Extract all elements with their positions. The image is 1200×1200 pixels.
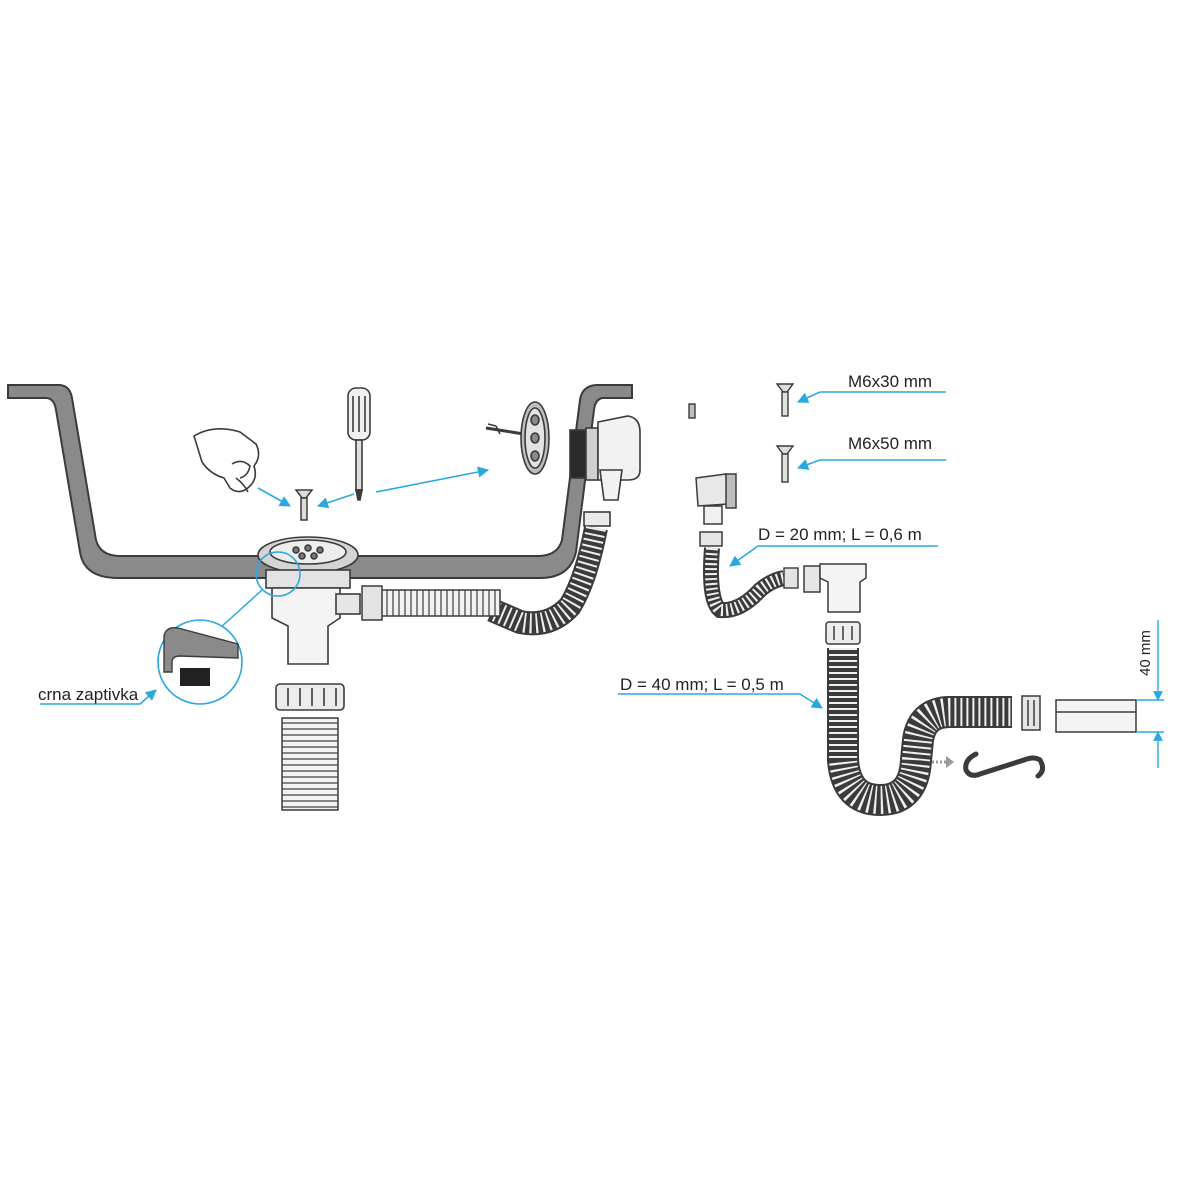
- trap-nut: [825, 621, 861, 645]
- screw-m6x30-icon: [775, 383, 795, 393]
- sink-basin: [7, 384, 633, 579]
- loose-parts: [688, 383, 795, 483]
- overflow-body: [569, 415, 641, 527]
- hook-icon: [932, 751, 1046, 779]
- seal-label: crna zaptivka: [38, 685, 139, 704]
- overflow-fitting-right: [695, 473, 737, 547]
- screw-icon: [294, 489, 314, 521]
- basket-strainer: [257, 536, 359, 589]
- small-hose-label: D = 20 mm; L = 0,6 m: [758, 525, 922, 544]
- seal-detail: [157, 551, 301, 705]
- horizontal-hose: [361, 585, 501, 621]
- s-trap-hose: [827, 648, 1012, 817]
- screw-long-label: M6x50 mm: [848, 434, 933, 453]
- seal-gasket: [180, 668, 210, 686]
- outlet-pipe: [1055, 699, 1137, 733]
- arrows-left: [40, 466, 490, 705]
- hand-icon: [193, 428, 260, 493]
- spacer-part: [688, 403, 696, 419]
- overflow-hose: [487, 525, 608, 636]
- drain-body: [271, 587, 361, 665]
- overflow-grill: [485, 401, 550, 475]
- height-dimension: [1136, 620, 1164, 768]
- screwdriver-icon: [347, 387, 371, 501]
- arrows-right: [618, 391, 946, 709]
- hose-connector: [1021, 695, 1041, 731]
- screw-m6x50-icon: [775, 445, 795, 455]
- large-hose-label: D = 40 mm; L = 0,5 m: [620, 675, 784, 694]
- drain-hose: [281, 717, 339, 811]
- drain-nut: [275, 683, 345, 711]
- screw-short-label: M6x30 mm: [848, 372, 933, 391]
- small-hose: [703, 547, 799, 619]
- height-label: 40 mm: [1137, 630, 1154, 676]
- trap-head: [803, 563, 867, 613]
